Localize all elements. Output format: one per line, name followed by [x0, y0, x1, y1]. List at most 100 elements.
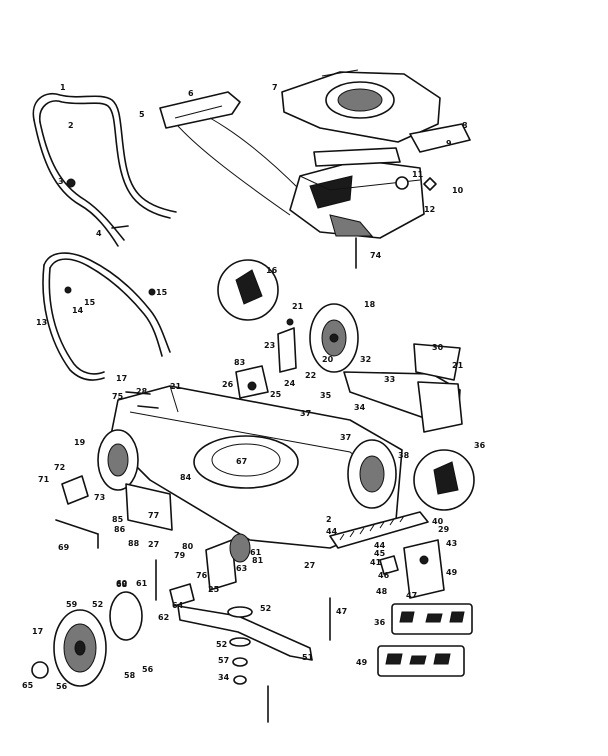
label-1: 1: [60, 83, 66, 92]
label-67: 67: [236, 457, 247, 466]
parts-kit-49: [377, 645, 465, 677]
label-23: 23: [264, 341, 275, 350]
label-46: 46: [378, 571, 390, 580]
label-71: 71: [38, 475, 50, 484]
label-38: 38: [398, 451, 410, 460]
blade: [177, 605, 313, 723]
label-41: 41: [370, 558, 382, 567]
label-73: 73: [94, 493, 105, 502]
label-27: 27: [304, 561, 315, 570]
label-79: 79: [174, 551, 186, 560]
label-14: 14: [72, 306, 84, 315]
label-51: 51: [302, 653, 314, 662]
label-36b: 36: [374, 618, 386, 627]
label-63: 63: [236, 564, 247, 573]
label-21c: 21: [452, 361, 464, 370]
label-76: 76: [196, 571, 208, 580]
label-47: 47: [406, 591, 417, 600]
label-21b: 21: [170, 382, 182, 391]
label-30: 30: [432, 343, 444, 352]
label-52b: 52: [92, 600, 103, 609]
rear-baffle: [343, 343, 463, 433]
label-5: 5: [139, 110, 145, 119]
label-4: 4: [96, 229, 102, 238]
label-43: 43: [446, 539, 457, 548]
label-16: 16: [266, 266, 278, 275]
label-34b: 34: [218, 673, 230, 682]
label-61: 61: [250, 548, 262, 557]
height-scale: [329, 511, 429, 549]
label-56b: 56: [142, 665, 154, 674]
inset-detail: [217, 259, 279, 321]
label-47b: 47: [336, 607, 347, 616]
label-37: 37: [340, 433, 351, 442]
label-17b: 17: [32, 627, 43, 636]
engine: [289, 147, 437, 269]
handle-lower: [42, 252, 171, 381]
label-45: 45: [374, 549, 386, 558]
label-83: 83: [234, 358, 245, 367]
label-72: 72: [54, 463, 65, 472]
label-88: 88: [128, 539, 140, 548]
label-3: 3: [58, 177, 64, 186]
label-59: 59: [66, 600, 78, 609]
shroud-trim: [409, 123, 471, 153]
label-56: 56: [56, 682, 68, 691]
part-labels: 1 2 3 4 5 6 7 8 9 10 11 12 13 14 15 15 1…: [22, 83, 486, 691]
height-adjuster-top: [235, 318, 297, 399]
engine-shroud: [281, 69, 441, 143]
label-6: 6: [188, 89, 194, 98]
label-2b: 2: [326, 515, 332, 524]
label-58: 58: [124, 671, 136, 680]
left-linkage: [55, 475, 173, 549]
label-69: 69: [58, 543, 70, 552]
label-44: 44: [326, 527, 338, 536]
label-9: 9: [446, 139, 452, 148]
label-61b: 61: [136, 579, 148, 588]
label-18: 18: [364, 300, 376, 309]
wheel-rear-small: [309, 303, 359, 373]
center-adjuster: [155, 533, 251, 607]
label-8: 8: [462, 121, 468, 130]
label-19: 19: [74, 438, 86, 447]
label-68: 68: [116, 580, 128, 589]
label-20: 20: [322, 355, 334, 364]
label-11: 11: [412, 170, 424, 179]
label-44b: 44: [374, 541, 386, 550]
label-75: 75: [112, 392, 124, 401]
label-10: 10: [452, 186, 464, 195]
label-62: 62: [158, 613, 169, 622]
label-81: 81: [252, 556, 264, 565]
label-33: 33: [384, 375, 395, 384]
label-22: 22: [305, 371, 316, 380]
label-15: 15: [84, 298, 96, 307]
wheel-bottom-left: [31, 591, 143, 687]
label-32: 32: [360, 355, 371, 364]
chute-inset: [413, 449, 475, 511]
misc-rods: [125, 391, 331, 641]
label-80: 80: [182, 542, 194, 551]
label-35: 35: [320, 391, 332, 400]
label-77: 77: [148, 511, 159, 520]
label-24: 24: [284, 379, 296, 388]
label-86: 86: [114, 525, 126, 534]
label-28: 28: [136, 387, 148, 396]
label-12: 12: [424, 205, 435, 214]
label-17: 17: [116, 374, 127, 383]
label-49: 49: [446, 568, 458, 577]
label-84: 84: [180, 473, 192, 482]
label-34: 34: [354, 403, 366, 412]
label-49b: 49: [356, 658, 368, 667]
label-52: 52: [260, 604, 271, 613]
label-29: 29: [438, 525, 450, 534]
label-57: 57: [218, 656, 229, 665]
label-64: 64: [172, 601, 184, 610]
label-60: 60: [116, 579, 128, 588]
label-25b: 25: [208, 585, 220, 594]
label-25: 25: [270, 390, 282, 399]
label-27b: 27: [148, 540, 159, 549]
label-74: 74: [370, 251, 382, 260]
label-52c: 52: [216, 640, 227, 649]
label-40: 40: [432, 517, 444, 526]
